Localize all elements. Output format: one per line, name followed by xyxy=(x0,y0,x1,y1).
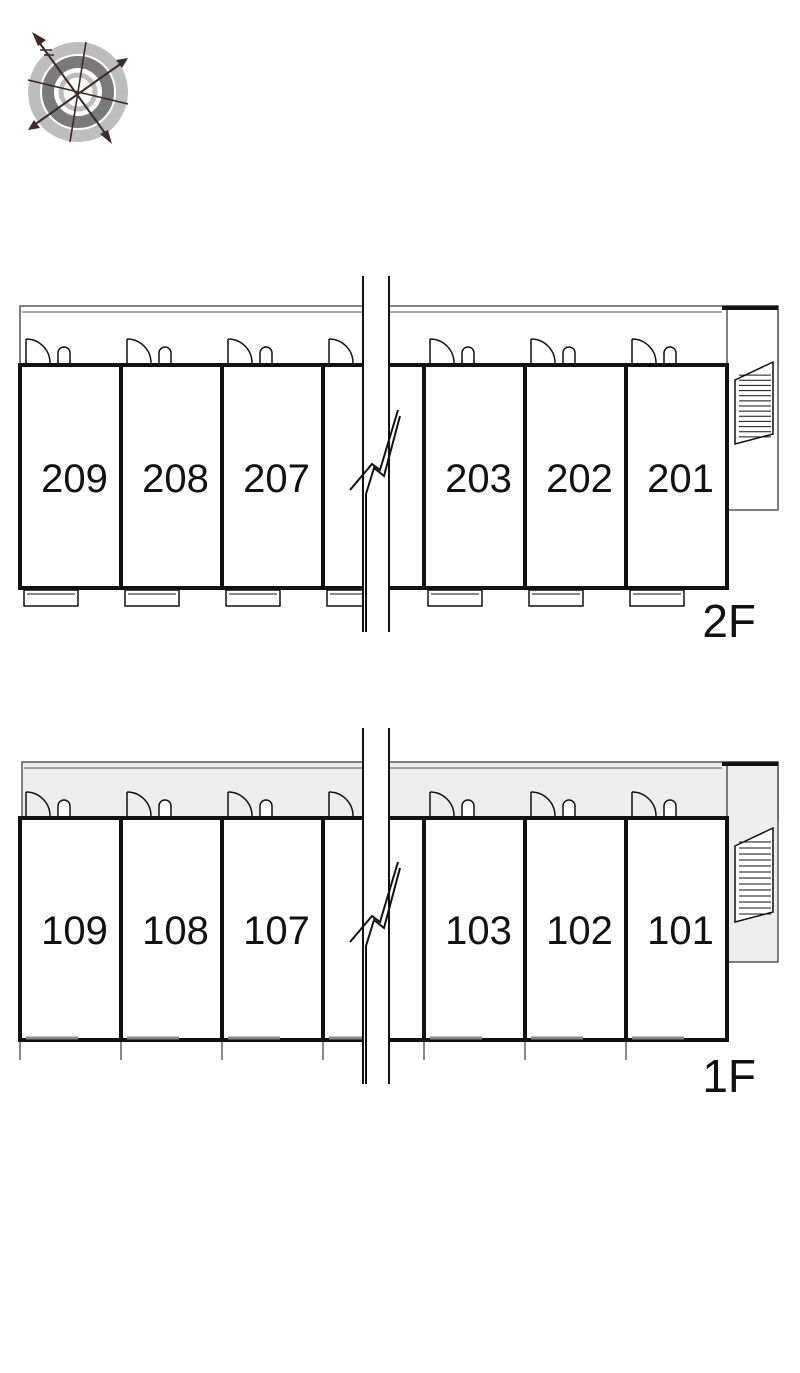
door-swing xyxy=(429,791,455,817)
unit-entrance-door xyxy=(227,791,273,817)
break-zigzag-right xyxy=(365,415,401,632)
compass-inner-ring xyxy=(42,56,114,128)
unit-entrance-door xyxy=(631,338,677,364)
unit-entrance-door xyxy=(227,338,273,364)
door-swing xyxy=(328,338,354,364)
unit-entrance-door xyxy=(631,791,677,817)
door-swing xyxy=(25,791,51,817)
door-swing xyxy=(227,791,253,817)
floor-label: 2F xyxy=(702,595,756,647)
compass-arrowhead-ne xyxy=(116,58,128,68)
meter-box xyxy=(158,346,172,363)
door-swing xyxy=(631,338,657,364)
unit-number-label: 108 xyxy=(142,909,209,953)
break-symbol xyxy=(349,728,401,1084)
meter-box xyxy=(259,799,273,816)
balcony xyxy=(225,589,281,607)
meter-box xyxy=(663,346,677,363)
door-swing xyxy=(25,338,51,364)
staircase xyxy=(734,360,774,445)
unit-number-label: 208 xyxy=(142,457,209,501)
door-swing xyxy=(227,338,253,364)
balcony xyxy=(124,589,180,607)
meter-box xyxy=(663,799,677,816)
unit-entrance-door xyxy=(429,338,475,364)
meter-box xyxy=(461,799,475,816)
break-zigzag-right xyxy=(365,867,401,1084)
compass-arrowhead-sw xyxy=(28,120,40,130)
meter-box xyxy=(57,346,71,363)
break-zigzag-left xyxy=(349,861,399,943)
door-swing xyxy=(126,791,152,817)
door-swing xyxy=(631,791,657,817)
door-swing xyxy=(530,338,556,364)
compass-rose-icon xyxy=(27,32,129,144)
unit-entrance-door xyxy=(530,791,576,817)
meter-box xyxy=(562,799,576,816)
balcony xyxy=(629,589,685,607)
door-swing xyxy=(328,791,354,817)
unit-number-label: 109 xyxy=(41,909,108,953)
stair-outline xyxy=(734,360,774,445)
unit-entrance-door xyxy=(126,338,172,364)
unit-entrance-door xyxy=(328,791,354,817)
unit-number-label: 202 xyxy=(546,457,613,501)
floor-plan-2f: 209 208 207 203 202 201 2F xyxy=(18,276,779,647)
door-swing xyxy=(126,338,152,364)
break-zigzag-left xyxy=(349,409,399,491)
unit-entrance-door xyxy=(126,791,172,817)
balcony xyxy=(427,589,483,607)
unit-entrance-door xyxy=(25,338,71,364)
compass-outer-ring xyxy=(28,42,128,142)
floor-plan-1f: 109 108 107 103 102 101 1F xyxy=(18,728,779,1102)
meter-box xyxy=(158,799,172,816)
meter-box xyxy=(259,346,273,363)
floor-label: 1F xyxy=(702,1050,756,1102)
balcony xyxy=(23,589,79,607)
compass-arrowhead-se xyxy=(100,130,112,144)
door-swing xyxy=(429,338,455,364)
meter-box xyxy=(461,346,475,363)
unit-entrance-door xyxy=(429,791,475,817)
unit-number-label: 201 xyxy=(647,457,714,501)
stair-outline xyxy=(734,826,774,923)
compass-center-ring xyxy=(58,72,98,112)
unit-number-label: 102 xyxy=(546,909,613,953)
meter-box xyxy=(57,799,71,816)
door-swing xyxy=(530,791,556,817)
compass-north-arrowhead xyxy=(32,32,46,46)
unit-number-label: 209 xyxy=(41,457,108,501)
unit-entrance-door xyxy=(25,791,71,817)
unit-number-label: 107 xyxy=(243,909,310,953)
unit-number-label: 207 xyxy=(243,457,310,501)
unit-number-label: 101 xyxy=(647,909,714,953)
unit-entrance-door xyxy=(530,338,576,364)
staircase xyxy=(734,826,774,923)
compass-line-d xyxy=(69,41,87,143)
break-symbol xyxy=(349,276,401,632)
balcony xyxy=(528,589,584,607)
unit-entrance-door xyxy=(328,338,354,364)
unit-number-label: 203 xyxy=(445,457,512,501)
unit-number-label: 103 xyxy=(445,909,512,953)
meter-box xyxy=(562,346,576,363)
